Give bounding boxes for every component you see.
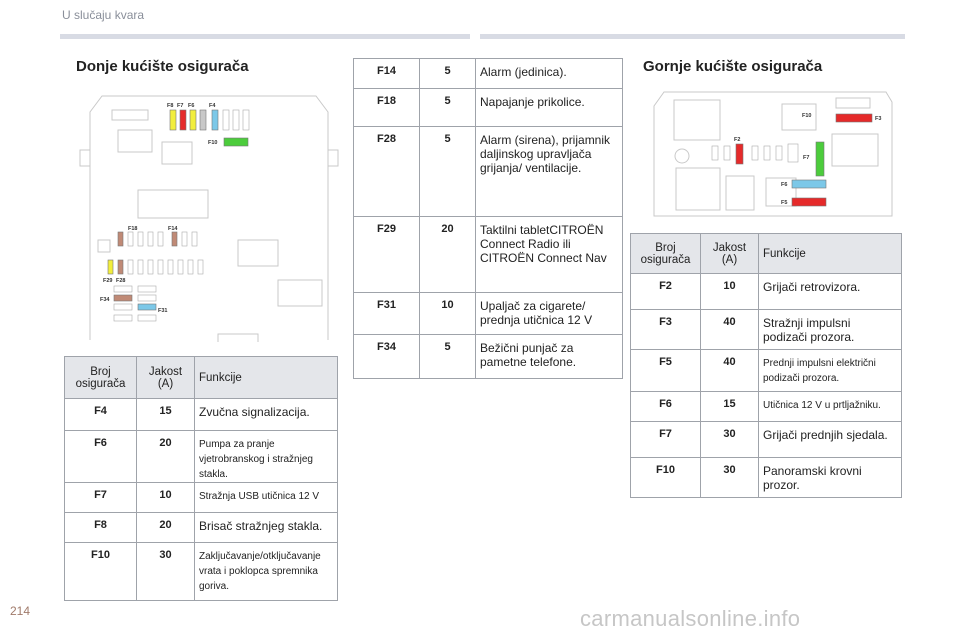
fuse-f7 — [815, 141, 825, 177]
svg-text:F28: F28 — [116, 278, 125, 284]
header-divider-right — [480, 34, 905, 39]
fuse-f2 — [735, 143, 744, 165]
chapter-title: U slučaju kvara — [62, 8, 145, 22]
svg-text:F2: F2 — [734, 137, 740, 143]
svg-text:F7: F7 — [177, 103, 183, 109]
lower-fusebox-diagram: F8 F7 F6 F4 F10 F18 F14 F29 F28 F34 F31 — [79, 95, 339, 342]
header-divider-left — [60, 34, 470, 39]
upper-fusebox-title: Gornje kućište osigurača — [643, 58, 823, 75]
fuse-f8 — [169, 109, 177, 131]
column-header-function: Funkcije — [194, 356, 338, 399]
svg-text:F31: F31 — [158, 308, 167, 314]
fuse-f4 — [211, 109, 219, 131]
watermark: carmanualsonline.info — [580, 606, 801, 631]
fuse-f10 — [223, 137, 249, 147]
svg-text:F6: F6 — [781, 182, 787, 188]
column-header-fuse: Broj osigurača — [64, 356, 137, 399]
svg-text:F8: F8 — [167, 103, 173, 109]
fuse-f6 — [189, 109, 197, 131]
svg-text:F6: F6 — [188, 103, 194, 109]
column-header-fuse: Broj osigurača — [630, 233, 701, 274]
fuse-f6 — [791, 179, 827, 189]
page-number: 214 — [10, 604, 31, 618]
fuse-f3 — [835, 113, 873, 123]
column-header-amp: Jakost (A) — [136, 356, 195, 399]
column-header-function: Funkcije — [758, 233, 902, 274]
svg-text:F5: F5 — [781, 200, 787, 206]
column-header-amp: Jakost (A) — [700, 233, 759, 274]
upper-fusebox-diagram: F10 F3 F2 F7 F6 F5 — [653, 91, 893, 217]
svg-text:F14: F14 — [168, 226, 178, 232]
lower-fusebox-title: Donje kućište osigurača — [76, 58, 249, 75]
svg-text:F10: F10 — [208, 140, 217, 146]
svg-text:F18: F18 — [128, 226, 137, 232]
svg-text:F7: F7 — [803, 155, 809, 161]
fuse-f7 — [179, 109, 187, 131]
svg-text:F10: F10 — [802, 113, 811, 119]
svg-text:F4: F4 — [209, 103, 216, 109]
svg-text:F3: F3 — [875, 116, 881, 122]
svg-text:F29: F29 — [103, 278, 112, 284]
svg-text:F34: F34 — [100, 297, 110, 303]
fuse-f5 — [791, 197, 827, 207]
